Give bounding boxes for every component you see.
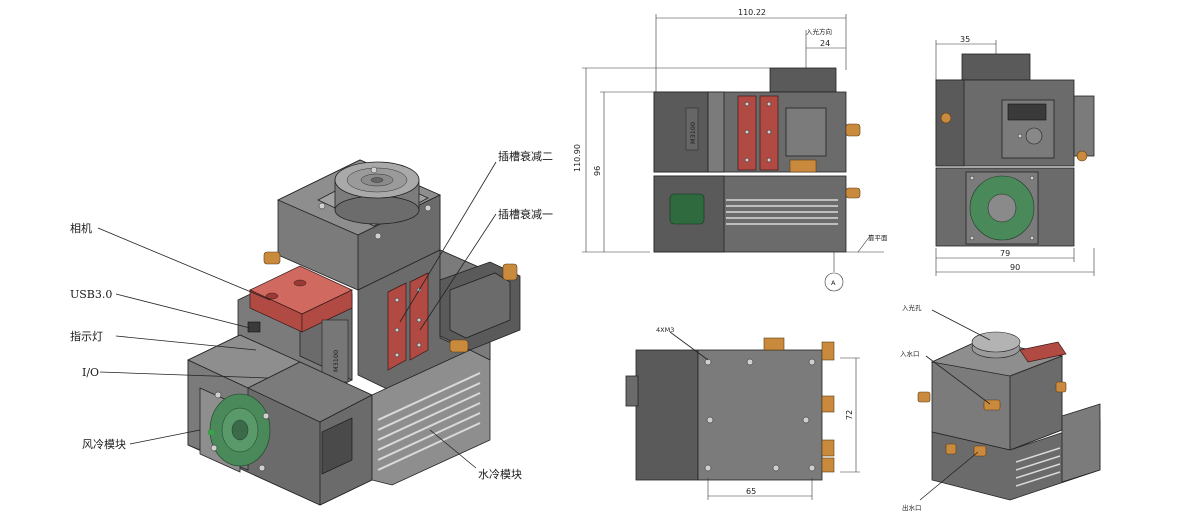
label-inlet-top: 入光孔: [902, 303, 922, 312]
brass-fittings: [263, 251, 518, 353]
slot-attenuator-1: [409, 272, 429, 361]
dim-side-35: 35: [960, 35, 970, 44]
label-camera: 相机: [70, 221, 92, 235]
dim-bottom-72: 72: [845, 410, 854, 420]
thread-callout: 4XM3: [656, 326, 674, 334]
isometric-assembly: M3100: [187, 159, 521, 506]
label-slot-att-1: 插槽衰减一: [498, 207, 553, 221]
front-model-text: M3100: [689, 122, 697, 144]
dim-bottom-65: 65: [746, 487, 756, 496]
usb-port: [247, 321, 261, 333]
air-cooling-fan: [199, 387, 271, 473]
label-water-out: 出水口: [902, 503, 922, 512]
camera-red-cap: [249, 265, 353, 333]
label-indicator: 指示灯: [70, 329, 103, 343]
front-view: 110.22 入光方向 24 110.90 96 M3100: [573, 8, 888, 292]
water-module-fins: [371, 349, 491, 486]
label-usb: USB3.0: [70, 288, 112, 301]
fitting-right: [502, 263, 518, 281]
datum-letter: A: [831, 279, 836, 287]
lens-cylinder: [334, 161, 420, 225]
bottom-view: 4XM3 72 65: [625, 326, 860, 500]
dim-offset-24: 24: [820, 39, 830, 48]
reference-plane-label: 靠平面: [868, 233, 888, 242]
light-direction-label: 入光方向: [806, 27, 832, 36]
slot-attenuator-2: [387, 282, 407, 371]
dim-height-110: 110.90: [573, 144, 582, 172]
front-fins: [726, 199, 838, 225]
dim-height-96: 96: [593, 166, 602, 176]
dim-side-90: 90: [1010, 263, 1020, 272]
dim-width-110: 110.22: [738, 8, 766, 17]
label-water-module: 水冷模块: [478, 468, 522, 481]
side-view: 35 79 90: [935, 35, 1095, 276]
label-slot-att-2: 插槽衰减二: [498, 149, 553, 163]
fitting-bottom: [449, 339, 469, 353]
small-iso-view: 入光孔 入水口 出水口: [900, 303, 1101, 512]
fitting-top-left: [263, 251, 281, 265]
callouts: 相机 USB3.0 指示灯 I/O 风冷模块 水冷模块 插槽衰减二 插槽衰减一: [70, 149, 553, 481]
label-io: I/O: [82, 366, 99, 379]
camera-model-text: M3100: [332, 350, 340, 372]
dim-side-79: 79: [1000, 249, 1010, 258]
datum-circle: [824, 272, 844, 292]
label-air-module: 风冷模块: [82, 438, 126, 451]
label-water-in: 入水口: [900, 349, 920, 358]
